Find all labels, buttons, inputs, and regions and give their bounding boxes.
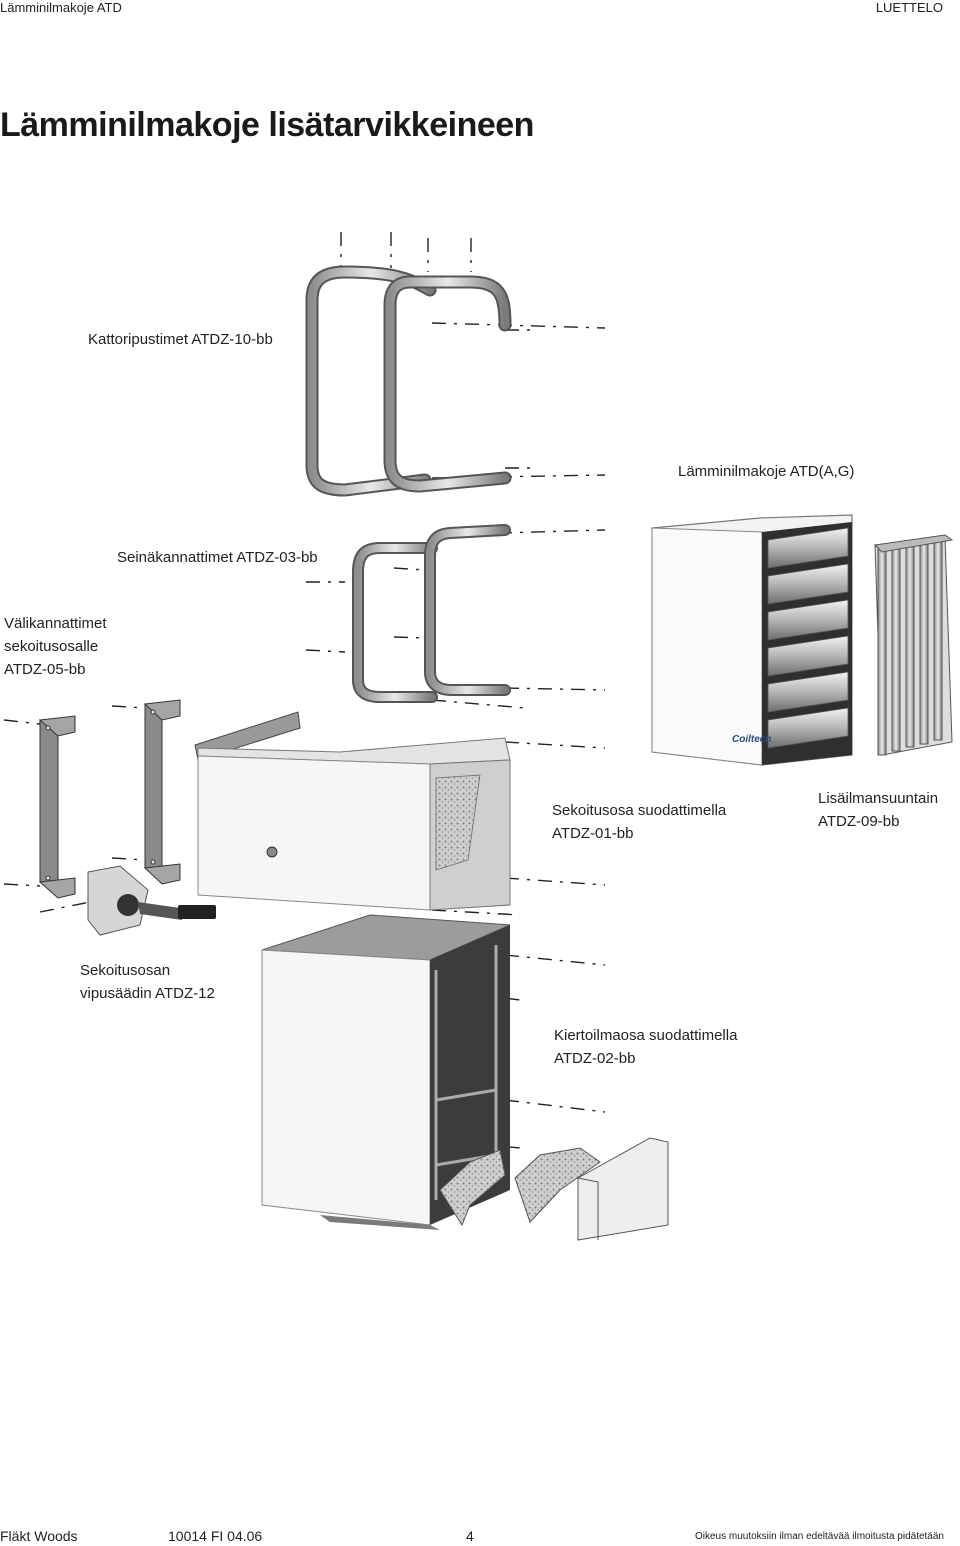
page-title: Lämminilmakoje lisätarvikkeineen <box>0 106 534 144</box>
label-heater: Lämminilmakoje ATD(A,G) <box>678 463 855 480</box>
intermediate-brackets <box>38 699 181 899</box>
recirculation-filters <box>439 1137 669 1241</box>
label-wall-brackets: Seinäkannattimet ATDZ-03-bb <box>117 549 318 566</box>
heater-unit: Coiltech <box>651 514 853 766</box>
lever-control <box>87 865 216 936</box>
label-intermediate-brackets: Välikannattimet sekoitusosalle ATDZ-05-b… <box>4 615 107 678</box>
label-recirculation-section: Kiertoilmaosa suodattimella ATDZ-02-bb <box>554 1027 738 1067</box>
header-section: LUETTELO <box>875 0 943 15</box>
label-directional-louver: Lisäilmansuuntain ATDZ-09-bb <box>818 790 939 830</box>
ceiling-hangers <box>305 265 512 497</box>
directional-louver <box>873 534 954 756</box>
brand-logo: Coiltech <box>732 734 771 745</box>
wall-brackets <box>352 524 511 703</box>
footer-company: Fläkt Woods <box>0 1528 78 1544</box>
footer-page-number: 4 <box>466 1528 474 1544</box>
label-ceiling-hangers: Kattoripustimet ATDZ-10-bb <box>88 331 273 348</box>
recirculation-section <box>261 914 511 1230</box>
label-mixing-section: Sekoitusosa suodattimella ATDZ-01-bb <box>552 802 727 842</box>
label-lever-control: Sekoitusosan vipusäädin ATDZ-12 <box>80 962 215 1002</box>
footer-doc-code: 10014 FI 04.06 <box>168 1528 263 1544</box>
header-doc-title: Lämminilmakoje ATD <box>0 0 122 15</box>
mixing-section <box>194 711 511 911</box>
footer-notice: Oikeus muutoksiin ilman edeltävää ilmoit… <box>694 1531 944 1542</box>
